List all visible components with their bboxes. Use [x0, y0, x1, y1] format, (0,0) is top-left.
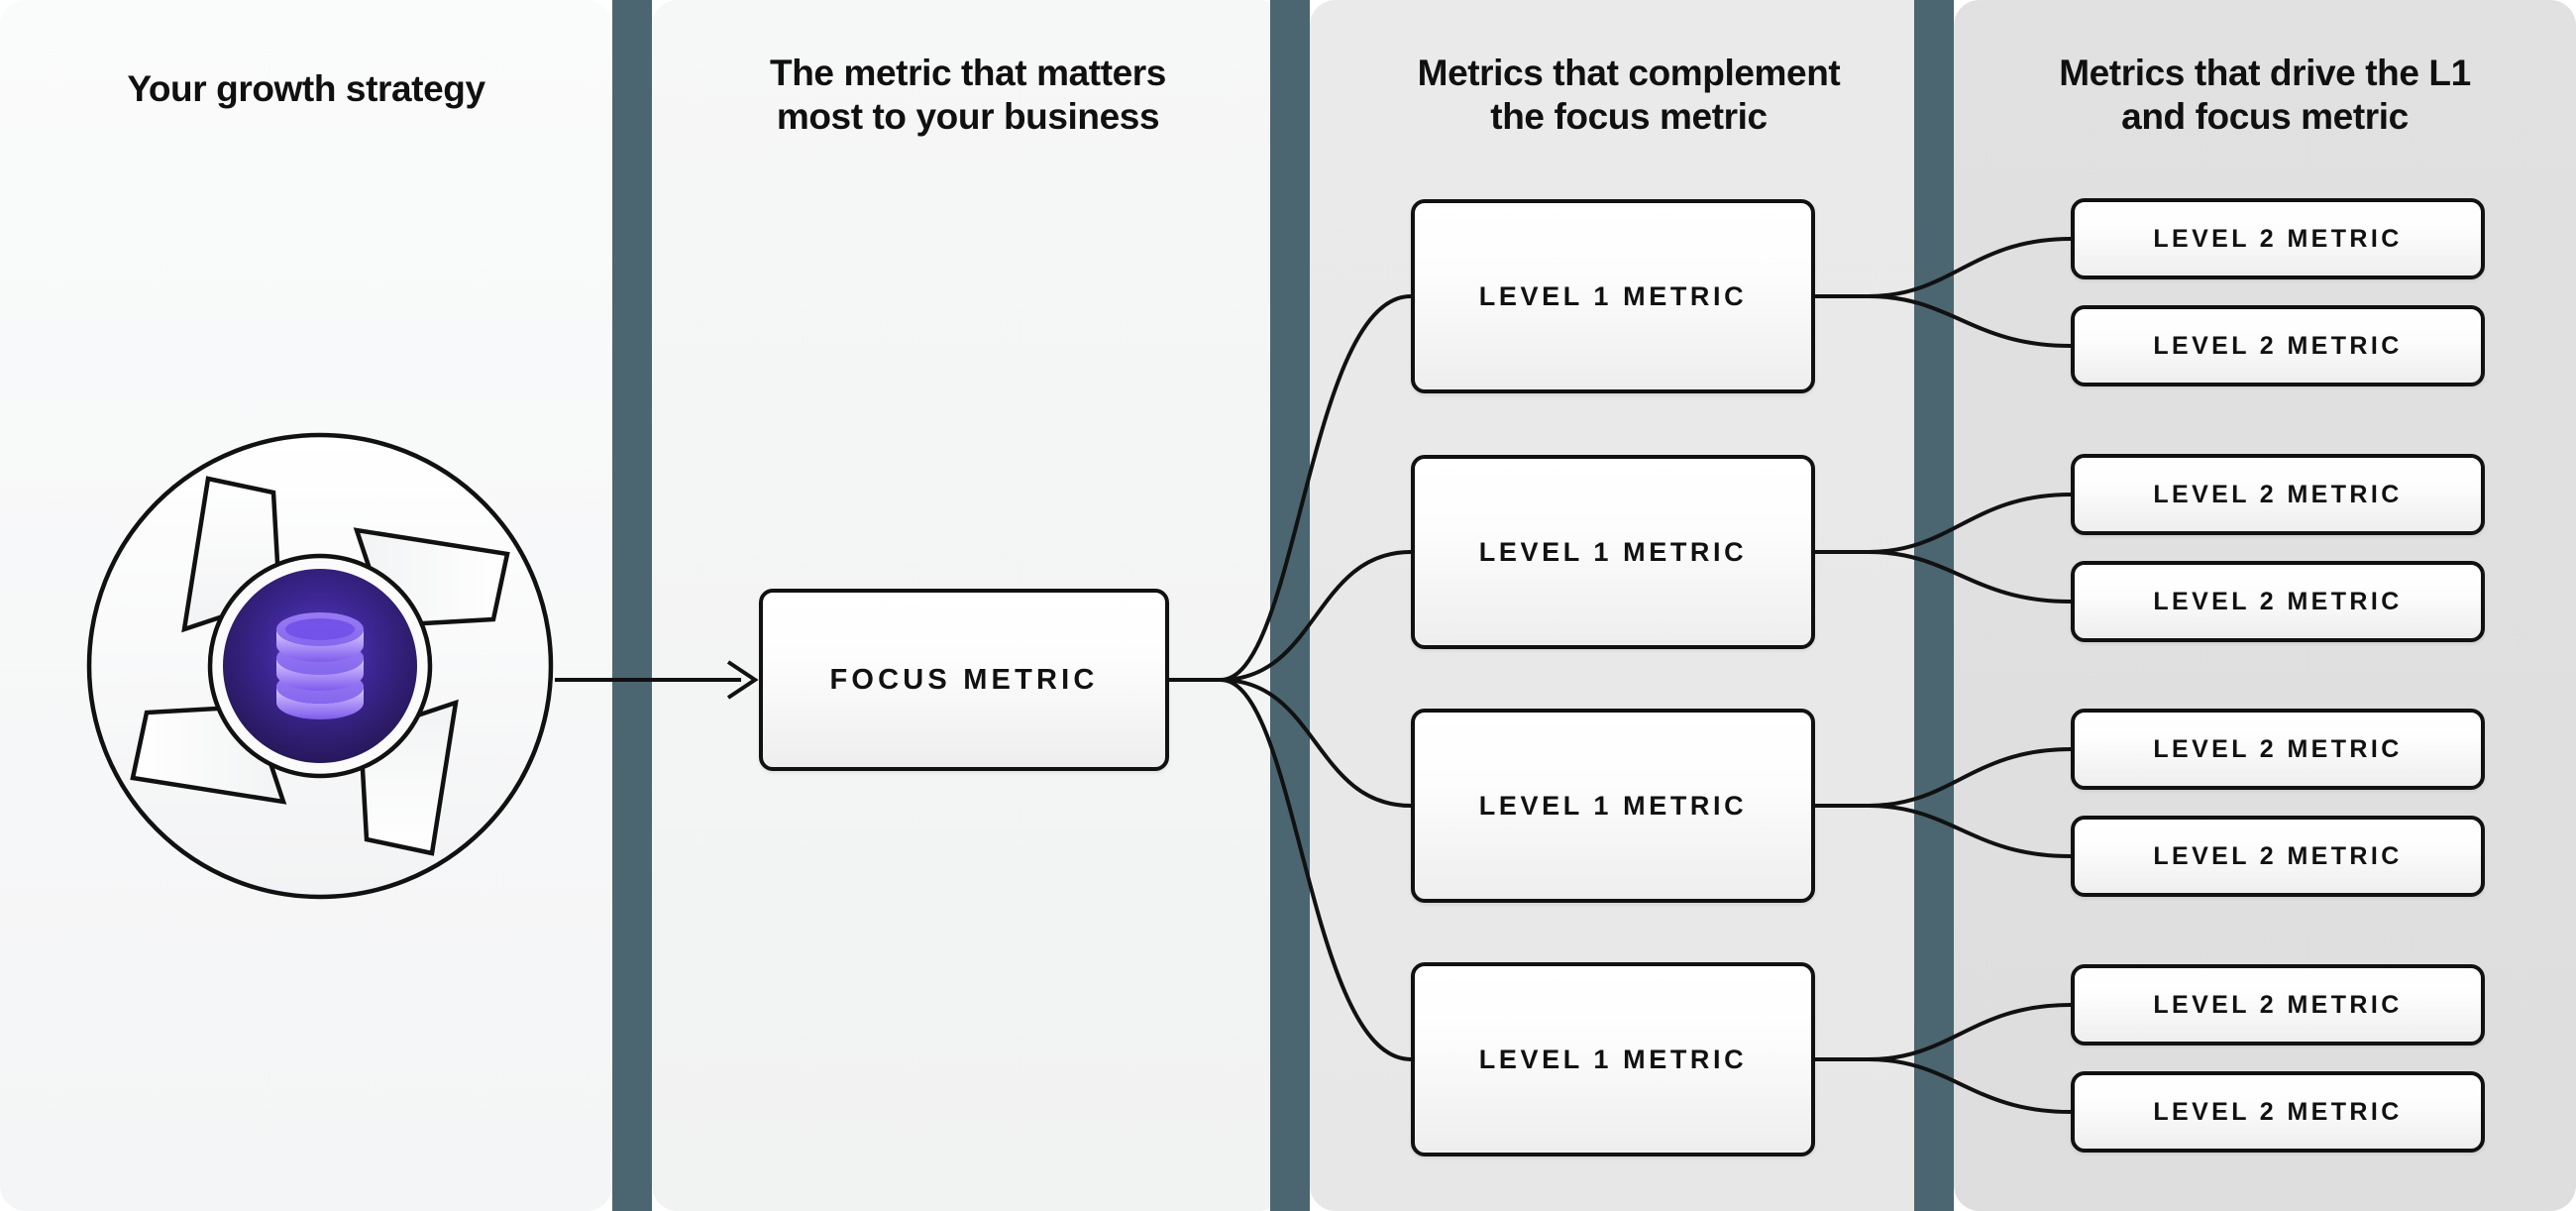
level2-metric-box-3[interactable]: LEVEL 2 METRIC — [2071, 454, 2485, 535]
panel-title-complement-metrics: Metrics that complement the focus metric — [1417, 53, 1841, 137]
panel-divider-1 — [612, 0, 652, 1211]
level2-metric-box-4[interactable]: LEVEL 2 METRIC — [2071, 561, 2485, 642]
level2-metric-box-5[interactable]: LEVEL 2 METRIC — [2071, 709, 2485, 790]
panel-title-growth-strategy: Your growth strategy — [127, 68, 485, 109]
panel-divider-2 — [1270, 0, 1310, 1211]
level2-metric-label: LEVEL 2 METRIC — [2153, 224, 2403, 253]
growth-strategy-wheel-icon — [86, 432, 554, 900]
level2-metric-label: LEVEL 2 METRIC — [2153, 1097, 2403, 1126]
level2-metric-label: LEVEL 2 METRIC — [2153, 734, 2403, 763]
panel-title-driver-metrics: Metrics that drive the L1 and focus metr… — [2059, 53, 2471, 137]
level1-metric-label: LEVEL 1 METRIC — [1478, 536, 1748, 567]
panel-divider-3 — [1914, 0, 1954, 1211]
level2-metric-box-2[interactable]: LEVEL 2 METRIC — [2071, 305, 2485, 386]
level1-metric-label: LEVEL 1 METRIC — [1478, 1044, 1748, 1074]
level2-metric-label: LEVEL 2 METRIC — [2153, 841, 2403, 870]
level1-metric-box-3[interactable]: LEVEL 1 METRIC — [1411, 709, 1815, 903]
level2-metric-box-8[interactable]: LEVEL 2 METRIC — [2071, 1071, 2485, 1153]
level1-metric-box-4[interactable]: LEVEL 1 METRIC — [1411, 962, 1815, 1156]
level1-metric-label: LEVEL 1 METRIC — [1478, 790, 1748, 821]
level2-metric-label: LEVEL 2 METRIC — [2153, 587, 2403, 615]
level1-metric-box-1[interactable]: LEVEL 1 METRIC — [1411, 199, 1815, 393]
level2-metric-box-6[interactable]: LEVEL 2 METRIC — [2071, 816, 2485, 897]
focus-metric-label: FOCUS METRIC — [829, 663, 1099, 696]
panel-title-focus-metric: The metric that matters most to your bus… — [770, 53, 1166, 137]
level1-metric-box-2[interactable]: LEVEL 1 METRIC — [1411, 455, 1815, 649]
focus-metric-box[interactable]: FOCUS METRIC — [759, 589, 1169, 771]
level2-metric-box-7[interactable]: LEVEL 2 METRIC — [2071, 964, 2485, 1046]
level2-metric-label: LEVEL 2 METRIC — [2153, 480, 2403, 508]
level2-metric-label: LEVEL 2 METRIC — [2153, 990, 2403, 1019]
level2-metric-box-1[interactable]: LEVEL 2 METRIC — [2071, 198, 2485, 279]
database-icon — [276, 612, 364, 719]
level2-metric-label: LEVEL 2 METRIC — [2153, 331, 2403, 360]
level1-metric-label: LEVEL 1 METRIC — [1478, 280, 1748, 311]
